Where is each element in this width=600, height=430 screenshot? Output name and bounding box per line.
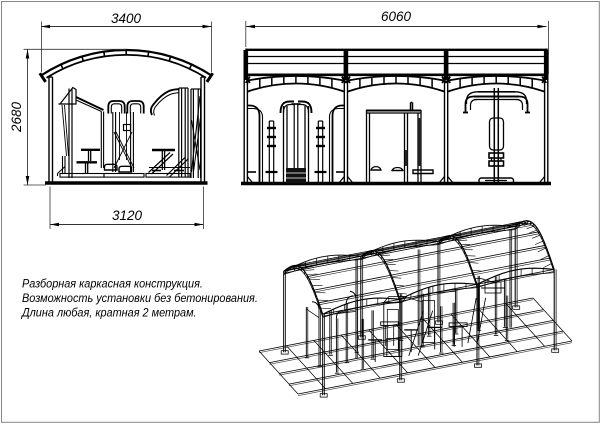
svg-text:3120: 3120 <box>112 208 143 223</box>
svg-text:Возможность установки без бето: Возможность установки без бетонирования. <box>22 291 258 305</box>
svg-text:6060: 6060 <box>381 9 412 24</box>
svg-text:Разборная каркасная конструкци: Разборная каркасная конструкция. <box>22 277 203 291</box>
svg-text:Длина любая, кратная 2 метрам.: Длина любая, кратная 2 метрам. <box>20 306 196 320</box>
svg-text:3400: 3400 <box>111 11 142 26</box>
svg-text:2680: 2680 <box>9 101 24 133</box>
